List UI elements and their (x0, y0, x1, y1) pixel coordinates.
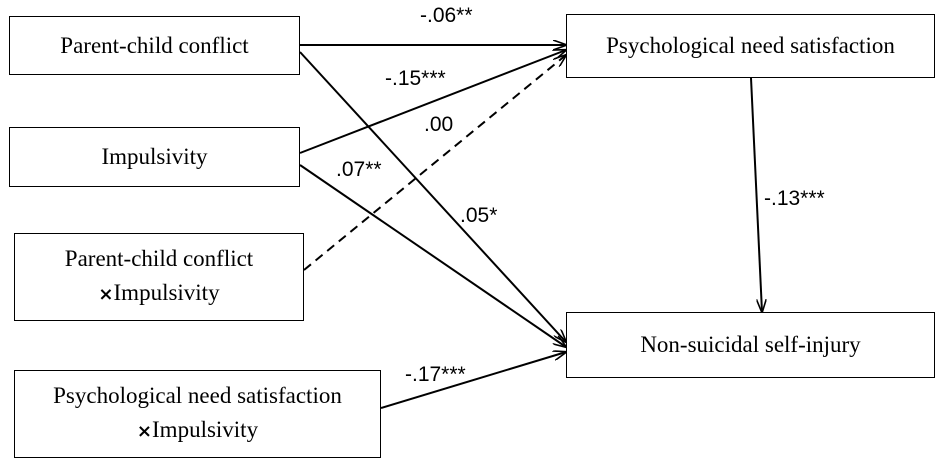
coef-pns-x-imp-to-nssi: -.17*** (405, 363, 466, 386)
coef-pns-to-nssi: -.13*** (764, 187, 825, 210)
node-label: Impulsivity (101, 144, 208, 169)
node-label: Non-suicidal self-injury (640, 332, 861, 357)
coef-pcc-x-imp-to-pns: .00 (424, 113, 454, 136)
node-psychological-need-satisfaction: Psychological need satisfaction (566, 14, 935, 78)
coef-pcc-to-pns: -.06** (420, 4, 473, 27)
multiply-icon: × (98, 284, 114, 305)
node-label-line2: ×Impulsivity (136, 417, 259, 442)
arrow-pcc-to-nssi (299, 51, 566, 342)
node-label: Psychological need satisfaction (606, 33, 895, 58)
coef-pcc-to-nssi: .05* (460, 204, 498, 227)
arrow-pns-x-imp-to-nssi (380, 352, 566, 409)
node-label: Parent-child conflict (60, 32, 249, 58)
arrow-imp-to-nssi (299, 164, 566, 347)
coef-imp-to-nssi: .07** (336, 158, 382, 181)
node-psychological-need-satisfaction-x-impulsivity: Psychological need satisfaction ×Impulsi… (14, 370, 381, 458)
node-label-line2: ×Impulsivity (98, 280, 220, 305)
node-non-suicidal-self-injury: Non-suicidal self-injury (566, 312, 935, 378)
node-parent-child-conflict-x-impulsivity: Parent-child conflict ×Impulsivity (14, 233, 304, 321)
multiply-icon: × (136, 421, 153, 442)
arrow-pcc-x-imp-to-pns (303, 55, 566, 271)
arrow-pns-to-nssi (750, 77, 762, 312)
node-label-line1: Psychological need satisfaction (53, 383, 342, 408)
arrow-imp-to-pns (299, 50, 566, 154)
coef-imp-to-pns: -.15*** (385, 67, 446, 90)
node-impulsivity: Impulsivity (9, 127, 300, 187)
node-parent-child-conflict: Parent-child conflict (9, 16, 300, 75)
node-label-line1: Parent-child conflict (64, 246, 254, 271)
